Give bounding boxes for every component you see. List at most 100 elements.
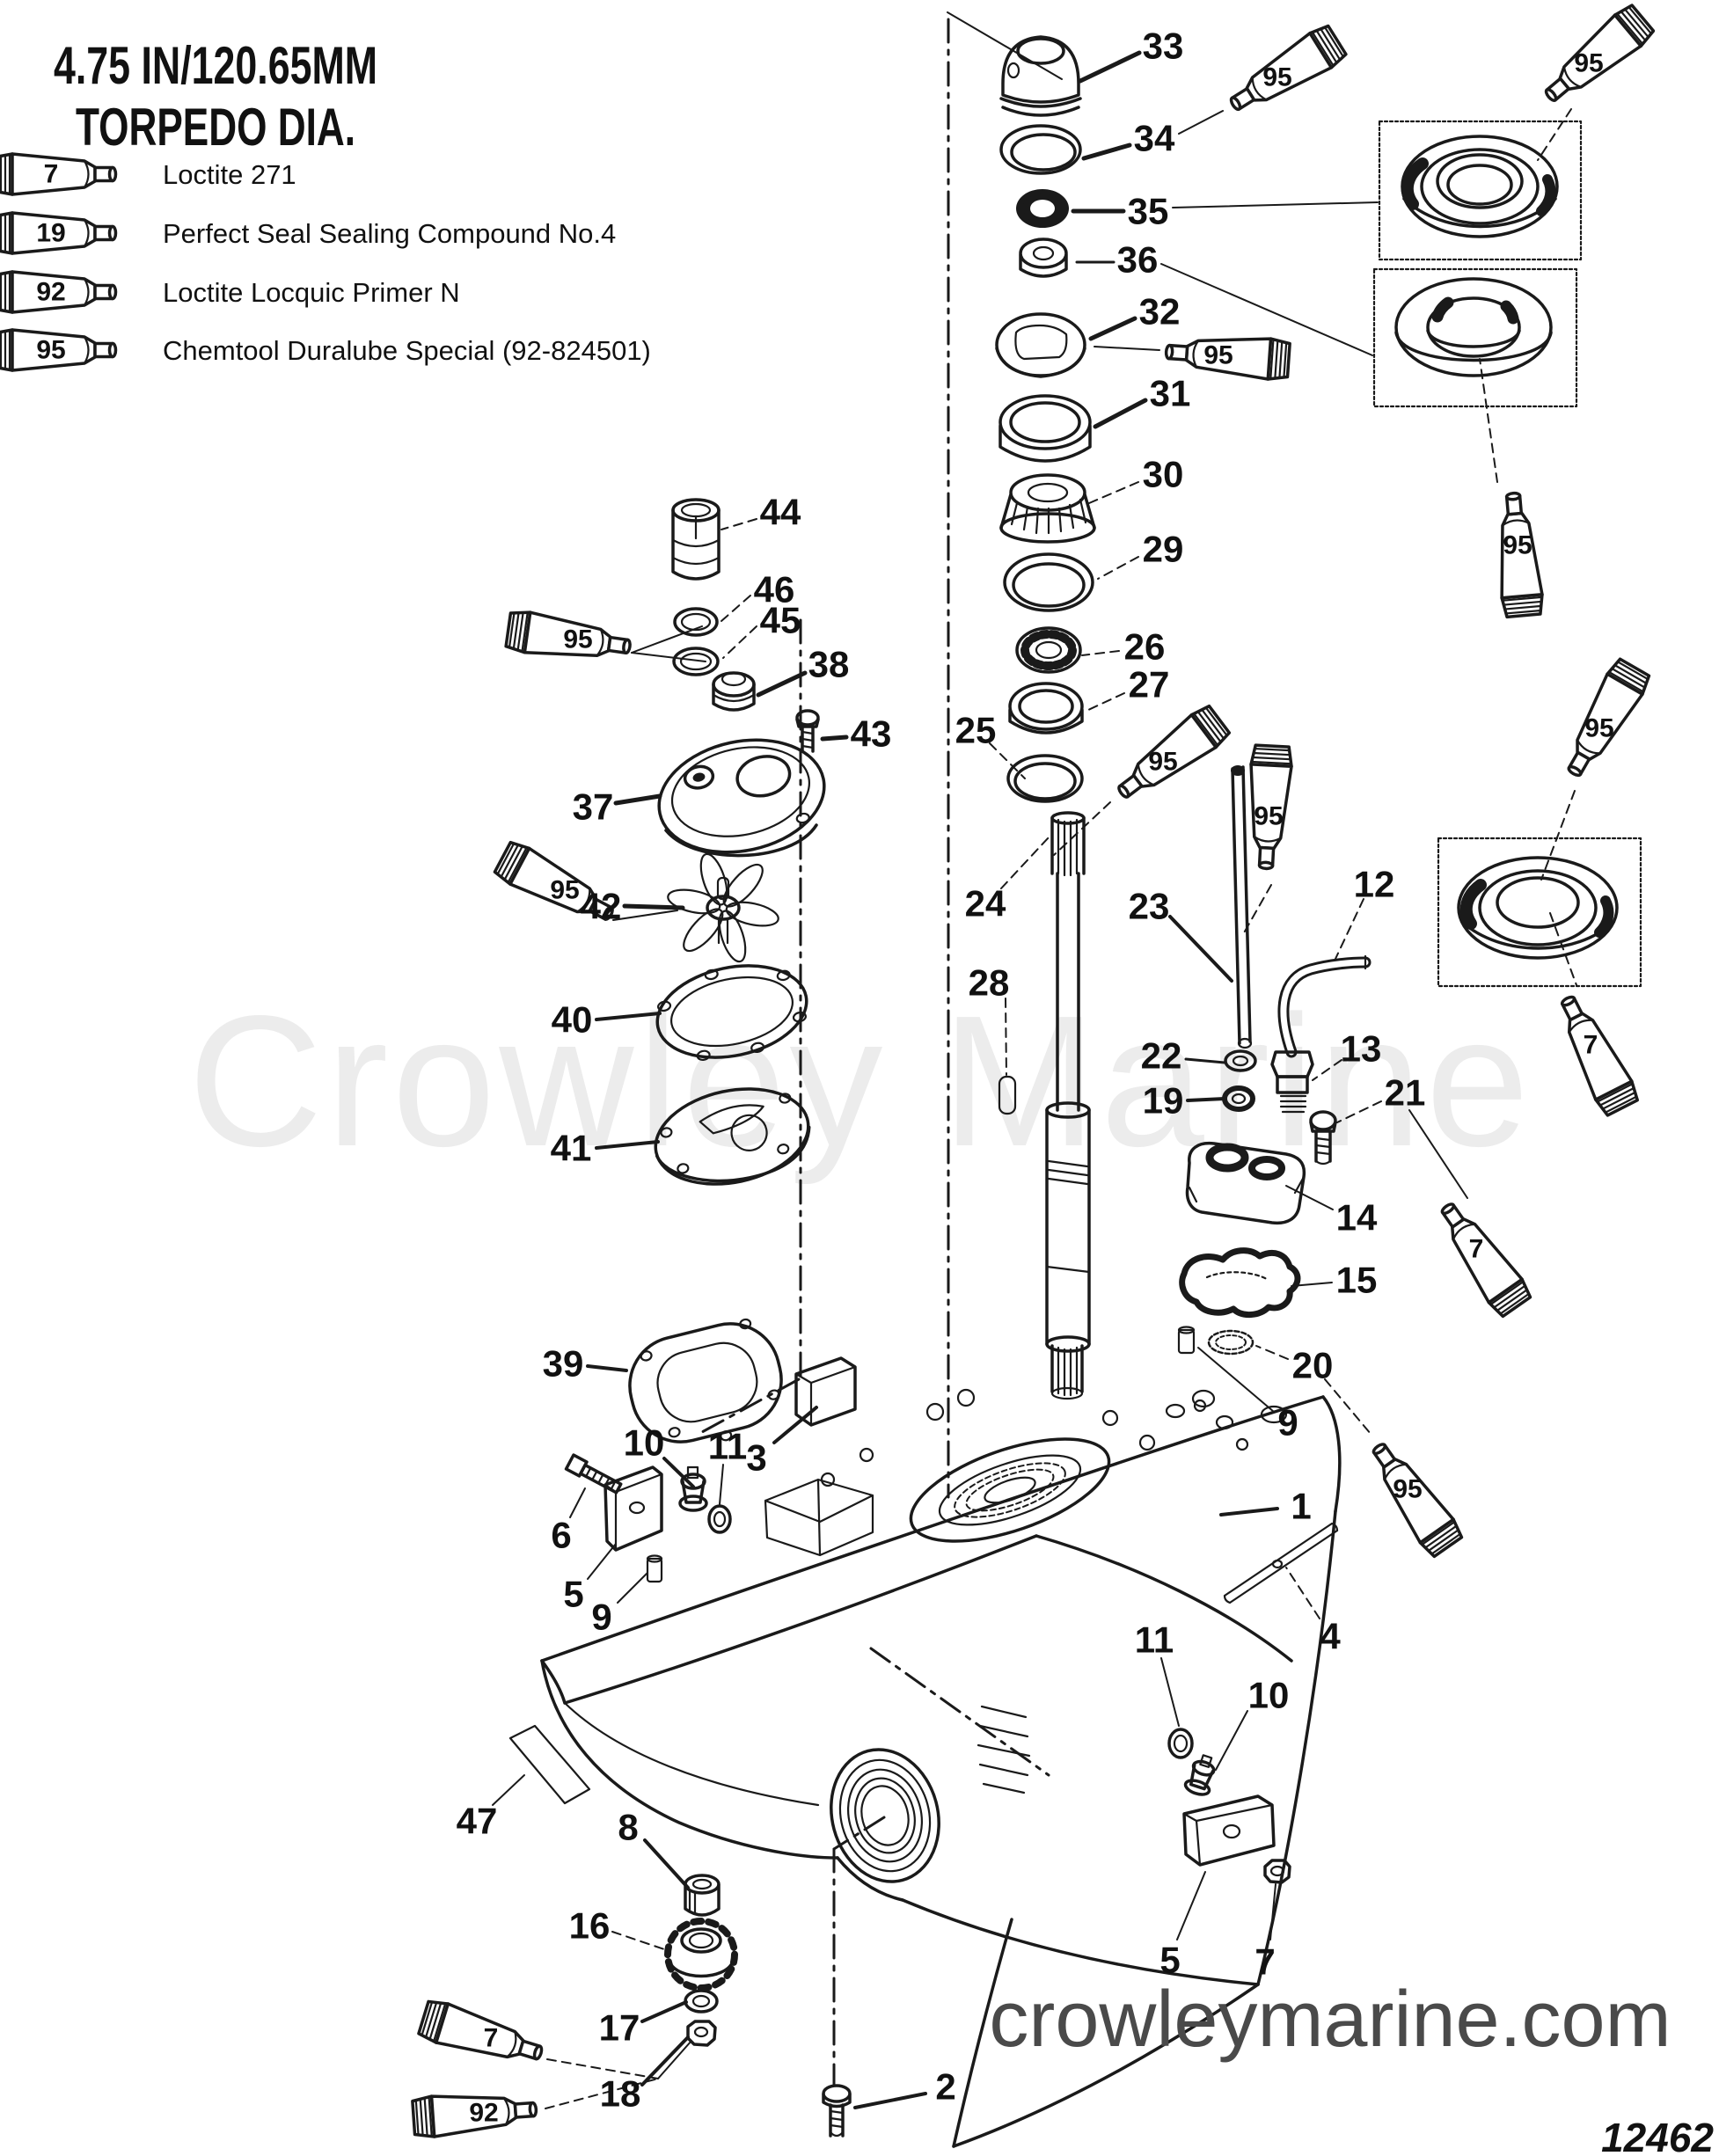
part-44-sleeve bbox=[671, 498, 721, 581]
part-42-impeller bbox=[667, 852, 779, 963]
callout-leader bbox=[595, 1012, 662, 1021]
part-10-grease-fitting-left bbox=[678, 1465, 708, 1512]
callout-leader bbox=[569, 1487, 586, 1518]
leader-line bbox=[1479, 358, 1498, 483]
part-5-anode-block-left bbox=[603, 1465, 663, 1552]
callout-label: 46 bbox=[754, 569, 795, 610]
leader-line bbox=[1537, 108, 1572, 161]
part-11-seal-right bbox=[1167, 1728, 1194, 1759]
sealant-tube-code: 95 bbox=[1503, 531, 1532, 560]
callout-leader bbox=[1093, 398, 1148, 429]
leader-line bbox=[612, 910, 678, 921]
part-14-pump-base bbox=[1185, 1141, 1306, 1225]
part-24-driveshaft bbox=[1045, 811, 1091, 1400]
callout-label: 13 bbox=[1341, 1028, 1382, 1070]
callout-label: 21 bbox=[1385, 1072, 1426, 1114]
callout-leader bbox=[721, 595, 751, 622]
legend-item-name: Loctite 271 bbox=[163, 159, 296, 190]
callout-label: 11 bbox=[708, 1426, 747, 1467]
part-10-grease-fitting-right bbox=[1183, 1754, 1216, 1796]
callout-label: 28 bbox=[969, 962, 1010, 1004]
callout-label: 38 bbox=[808, 644, 850, 685]
callout-leader bbox=[722, 625, 757, 659]
centerlines bbox=[700, 18, 1050, 2087]
legend-item-code: 95 bbox=[36, 336, 65, 365]
sealant-tube-code: 95 bbox=[1254, 802, 1283, 831]
callout-leader bbox=[617, 1572, 648, 1604]
title-line-2: TORPEDO DIA. bbox=[76, 98, 355, 157]
sealant-tube-code: 95 bbox=[1574, 49, 1603, 78]
callout-label: 31 bbox=[1150, 373, 1191, 414]
callout-label: 5 bbox=[563, 1574, 583, 1615]
leader-line bbox=[1324, 1378, 1372, 1435]
leader-line bbox=[1160, 263, 1373, 356]
callout-leader bbox=[772, 1406, 818, 1444]
callout-leader bbox=[643, 1838, 690, 1889]
part-5-anode-block-right bbox=[1182, 1794, 1276, 1867]
leader-line bbox=[1408, 1109, 1468, 1199]
watermark-bottom: crowleymarine.com bbox=[989, 1976, 1671, 2064]
leader-line bbox=[1549, 912, 1577, 986]
part-40-gasket bbox=[655, 964, 808, 1062]
callout-leader bbox=[1160, 1657, 1180, 1727]
callout-leader bbox=[1184, 1057, 1226, 1064]
callout-label: 40 bbox=[552, 999, 593, 1041]
callout-leader bbox=[989, 742, 1026, 779]
callout-label: 3 bbox=[746, 1437, 766, 1479]
sealant-tube-code: 7 bbox=[484, 2024, 499, 2053]
part-7-nut bbox=[1263, 1859, 1291, 1884]
part-43-screw bbox=[795, 709, 820, 753]
callout-label: 15 bbox=[1336, 1260, 1378, 1301]
callout-label: 39 bbox=[543, 1343, 584, 1385]
callout-leader bbox=[1285, 1567, 1320, 1619]
part-2-bolt bbox=[822, 2084, 852, 2138]
callout-leader bbox=[1312, 1059, 1342, 1081]
leader-line bbox=[947, 11, 1063, 80]
callout-leader bbox=[1081, 143, 1132, 161]
detail-box-upper-bearing bbox=[1378, 120, 1583, 261]
leader-line bbox=[657, 2040, 692, 2079]
leader-lines bbox=[545, 11, 1577, 2109]
legend-item: 7 Loctite 271 bbox=[0, 152, 296, 196]
part-13-fitting bbox=[1270, 1050, 1314, 1114]
callout-leader bbox=[756, 670, 808, 698]
part-23-water-tube bbox=[1231, 765, 1253, 1049]
part-47-trim-stick bbox=[508, 1724, 591, 1805]
part-1-gearcase-housing bbox=[540, 1388, 1342, 2148]
callout-label: 42 bbox=[581, 886, 622, 927]
callout-leader bbox=[595, 1140, 660, 1150]
callout-label: 7 bbox=[1255, 1941, 1275, 1983]
callout-label: 47 bbox=[457, 1801, 498, 1842]
diagram-line-art bbox=[508, 35, 1642, 2148]
callout-leader bbox=[1081, 650, 1120, 656]
callout-leader bbox=[1269, 1883, 1276, 1940]
watermark-center: Crowley Marine bbox=[188, 976, 1533, 1185]
callout-label: 17 bbox=[599, 2007, 640, 2049]
part-35-small-bearing bbox=[1016, 189, 1069, 228]
part-25-o-ring bbox=[1006, 754, 1084, 803]
callout-label: 35 bbox=[1128, 191, 1169, 232]
centerline bbox=[832, 1816, 886, 1851]
part-38-plug bbox=[712, 671, 756, 712]
leader-line bbox=[1053, 801, 1111, 856]
part-12-hose bbox=[1277, 954, 1372, 1058]
part-20-seal bbox=[1207, 1329, 1255, 1356]
part-29-o-ring bbox=[1003, 552, 1094, 612]
callout-leader bbox=[1219, 1507, 1279, 1517]
legend-item-name: Loctite Locquic Primer N bbox=[163, 277, 460, 308]
callout-leader bbox=[820, 735, 849, 742]
callout-label: 44 bbox=[760, 492, 801, 533]
part-16-pinion-gear bbox=[664, 1918, 738, 1992]
detail-box-lower-bearing bbox=[1437, 837, 1642, 988]
part-45-o-ring bbox=[672, 647, 720, 676]
callout-leader bbox=[1336, 1100, 1382, 1123]
callout-label: 30 bbox=[1143, 454, 1184, 495]
callout-leader bbox=[1291, 1282, 1333, 1287]
legend-item-code: 7 bbox=[44, 160, 59, 189]
callout-label: 23 bbox=[1129, 886, 1170, 927]
part-18-nut bbox=[686, 2020, 717, 2047]
callout-leader bbox=[721, 518, 757, 530]
